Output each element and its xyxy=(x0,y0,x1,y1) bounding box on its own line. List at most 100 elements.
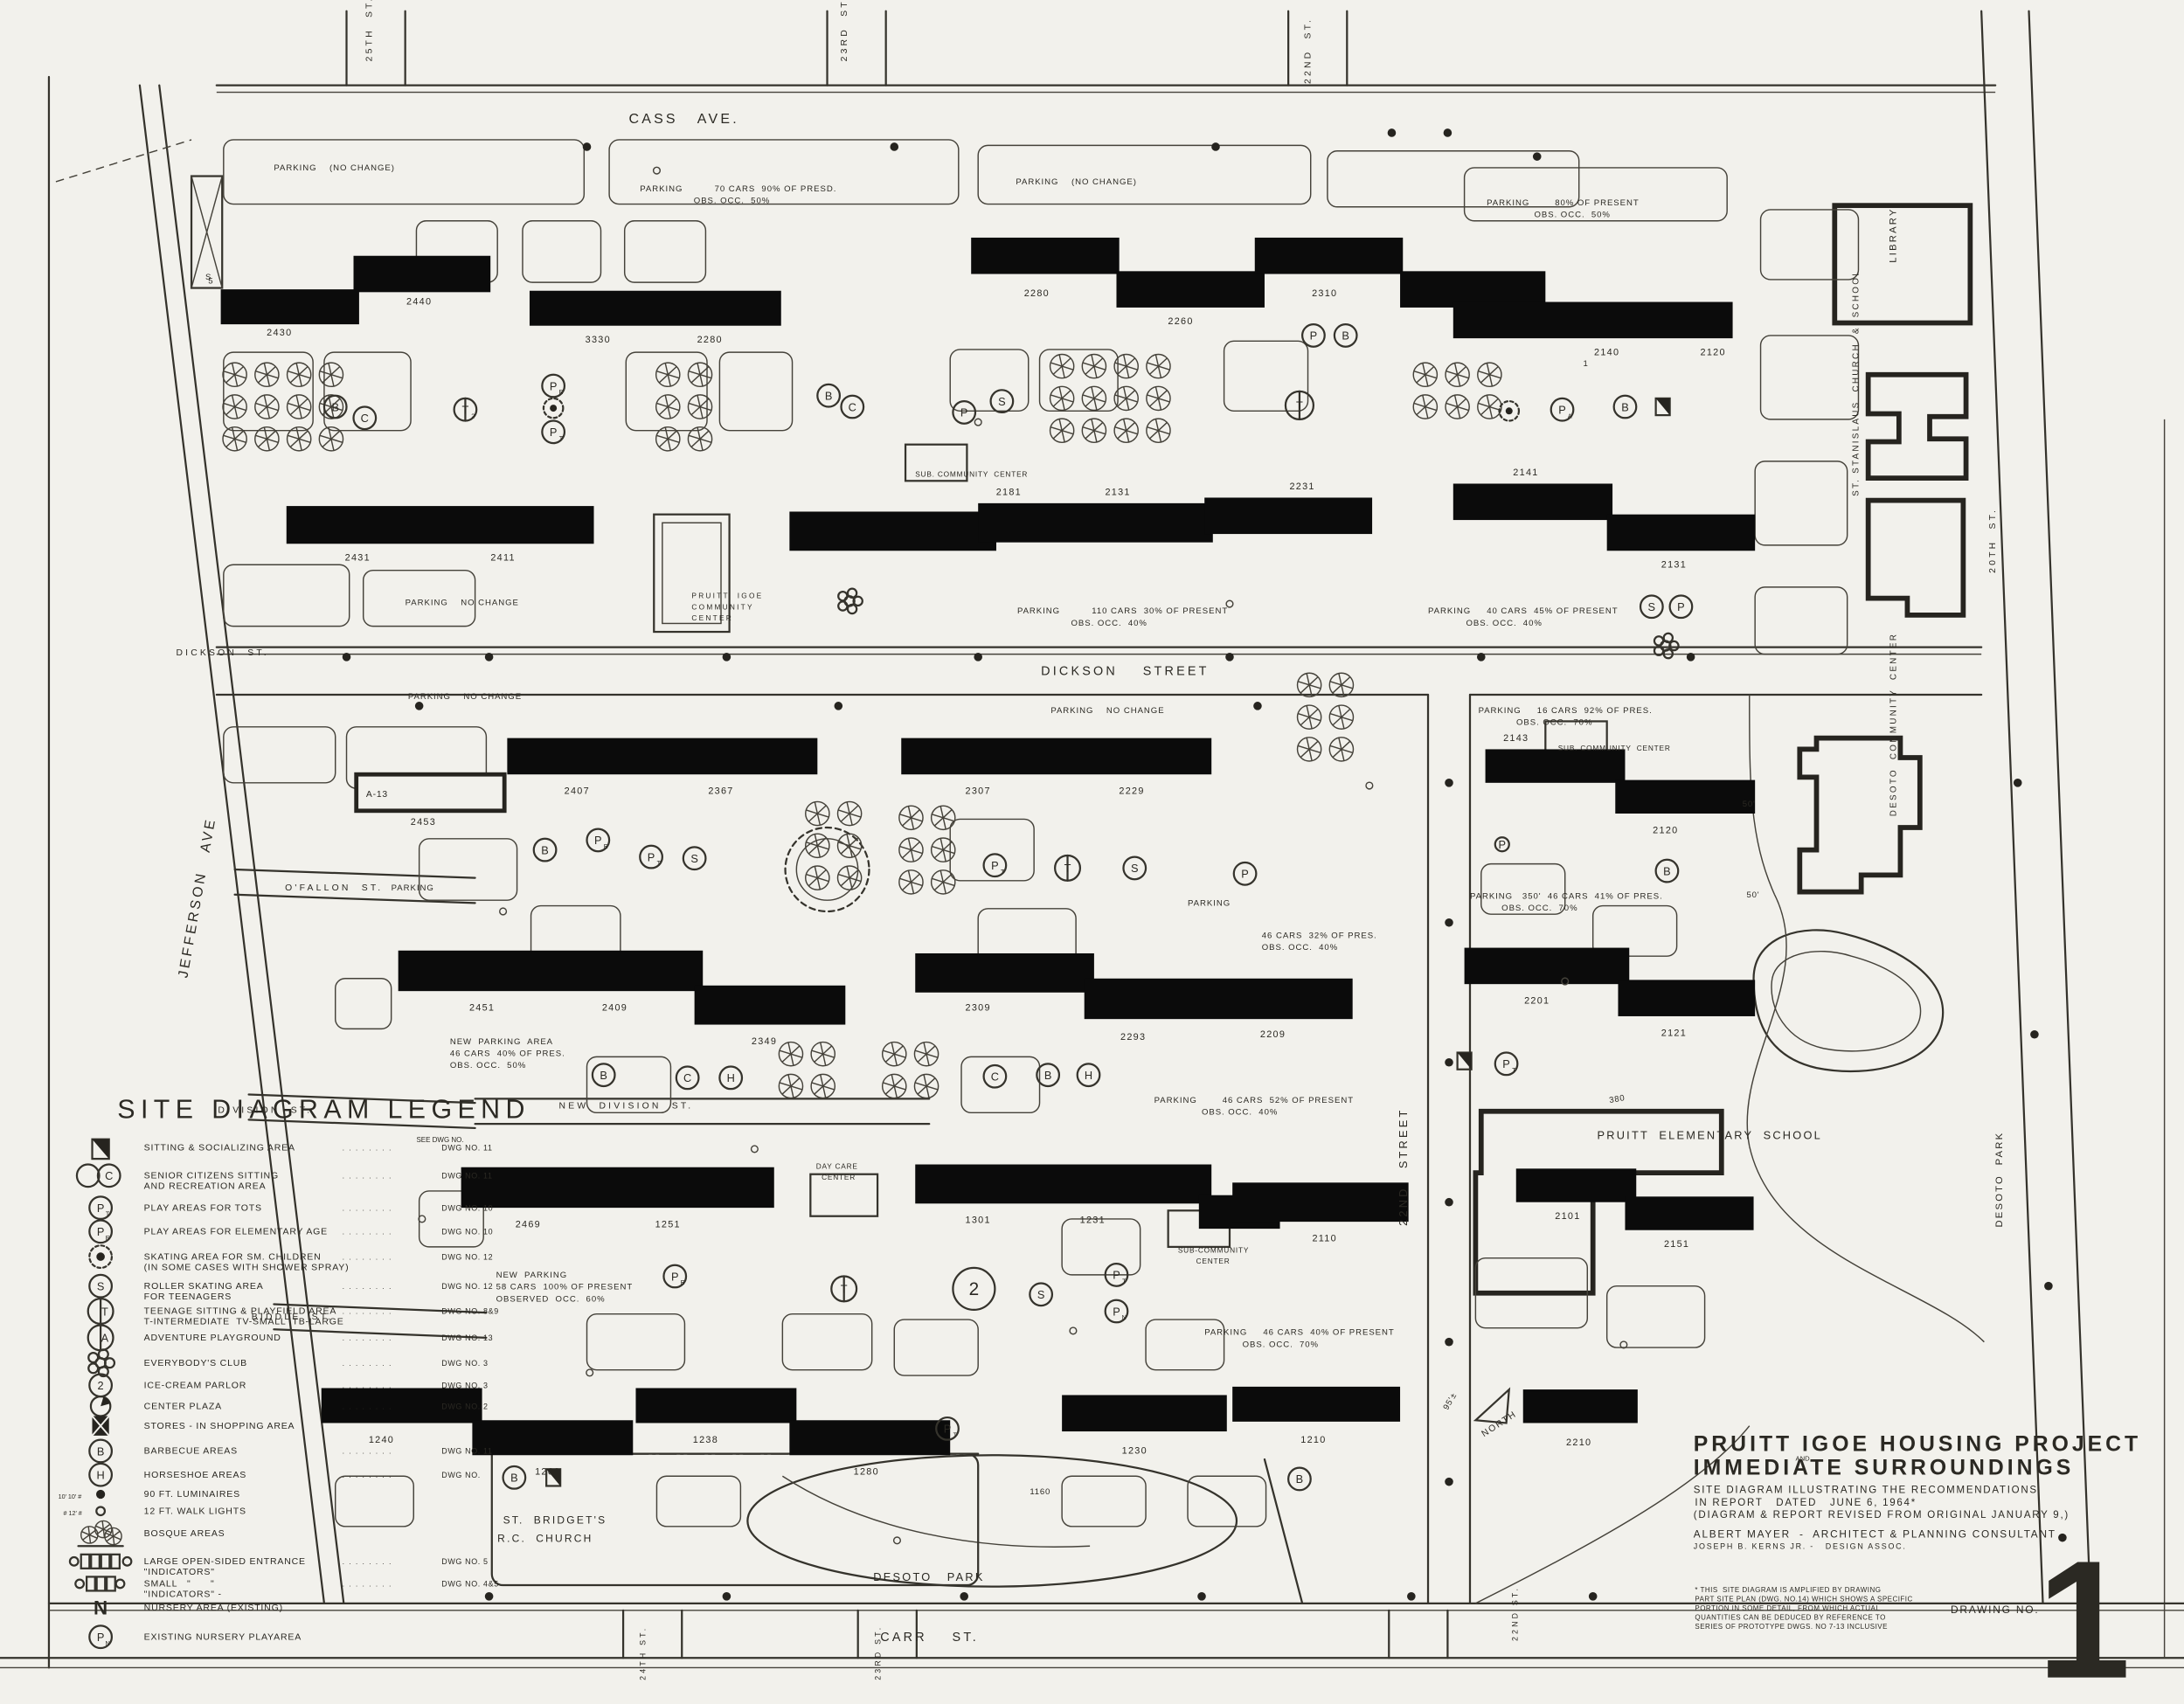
sq-legend-icon xyxy=(91,1138,110,1160)
symbol-letter: P xyxy=(960,406,968,419)
bosque-tree-icon xyxy=(687,362,713,388)
parking-note: PARKING 80% OF PRESENT OBS. OCC. 50% xyxy=(1487,198,1640,220)
legend-leader: . . . . . . . . xyxy=(343,1204,392,1212)
sheet-border xyxy=(0,75,2184,1669)
parking-note-line: 46 CARS 32% OF PRES. xyxy=(1262,931,1377,940)
landmark-label: PRUITT IGOE xyxy=(691,592,763,600)
title-line-1: PRUITT IGOE HOUSING PROJECT xyxy=(1694,1432,2141,1456)
symbol-letter: B xyxy=(825,390,833,403)
parking-note-line: OBS. OCC. 70% xyxy=(1470,904,1578,913)
bosque-tree-icon xyxy=(881,1073,907,1099)
play-area-icon: C xyxy=(675,1065,700,1091)
block-outline xyxy=(335,978,392,1030)
landmark-label: DESOTO PARK xyxy=(873,1570,984,1583)
legend-leader: . . . . . . . . xyxy=(343,1558,392,1566)
block-outline xyxy=(335,1475,414,1527)
building-number: 1251 xyxy=(655,1220,681,1230)
parking-note-line: OBS. OCC. 70% xyxy=(1204,1340,1319,1349)
luminaire-icon xyxy=(342,653,351,662)
bosque-tree-icon xyxy=(810,1041,836,1067)
building-number: 2430 xyxy=(267,328,292,338)
parking-note-line: OBS. OCC. 70% xyxy=(1479,717,1593,727)
legend-item-label: NURSERY AREA (EXISTING) xyxy=(144,1603,283,1613)
legend-leader: . . . . . . . . xyxy=(343,1145,392,1153)
symbol-letter: P xyxy=(1677,600,1685,613)
legend-item-ref: DWG NO. 12 xyxy=(441,1252,493,1261)
play-area-icon: B xyxy=(591,1063,616,1088)
everybodys-club-icon xyxy=(1653,632,1680,660)
parking-note: PARKING xyxy=(1188,899,1230,909)
legend-sub: N xyxy=(106,1639,110,1647)
bosque-tree-icon xyxy=(254,362,280,388)
bosque-tree-icon xyxy=(1296,672,1322,698)
parking-note-line: PARKING 80% OF PRESENT xyxy=(1487,198,1640,208)
luminaire-icon xyxy=(2013,779,2022,787)
building-number: 2280 xyxy=(1024,288,1050,299)
legend-letter: C xyxy=(105,1169,113,1182)
building-number: 1280 xyxy=(854,1467,879,1478)
block-outline xyxy=(893,1319,979,1376)
symbol-subscript: T xyxy=(1122,1277,1127,1285)
symbol-letter: B xyxy=(331,400,339,413)
legend-item-label: BOSQUE AREAS xyxy=(144,1528,225,1539)
luminaire-icon xyxy=(960,1592,969,1601)
parking-note-line: PARKING 70 CARS 90% OF PRESD. xyxy=(640,184,836,194)
legend-prefix: # 12′ # xyxy=(63,1509,81,1517)
parking-note-line: 46 CARS 40% OF PRES. xyxy=(450,1049,565,1059)
legend-item-label: T-INTERMEDIATE TV-SMALL TB-LARGE xyxy=(144,1317,344,1327)
building-number: 2349 xyxy=(752,1036,777,1047)
luminaire-icon xyxy=(834,702,843,710)
building-number: 2181 xyxy=(996,487,1022,497)
legend-item: SMALL " ""INDICATORS" -. . . . . . . .DW… xyxy=(74,1576,498,1600)
bosque-tree-icon xyxy=(655,426,681,452)
symbol-letter: B xyxy=(1296,1472,1304,1486)
symbol-subscript: N xyxy=(1122,1313,1127,1321)
indL-legend-icon xyxy=(68,1553,133,1569)
legend-leader: . . . . . . . . xyxy=(343,1283,392,1291)
symbol-letter: S xyxy=(1037,1288,1045,1301)
luminaire-icon xyxy=(1445,1337,1453,1347)
sitting-area-icon xyxy=(1456,1051,1473,1070)
symbol-letter: S xyxy=(1131,862,1139,875)
luminaire-icon xyxy=(1225,653,1234,662)
parking-note: PARKING 70 CARS 90% OF PRESD. OBS. OCC. … xyxy=(640,184,836,206)
luminaire-icon xyxy=(1387,128,1397,137)
legend-letter: P xyxy=(97,1202,105,1215)
t-legend-icon: T xyxy=(87,1297,114,1326)
dimension-label: 50' xyxy=(1743,800,1756,809)
st-stanislaus-church-building xyxy=(1865,497,1966,618)
legend-sub: E xyxy=(106,1234,110,1242)
parking-note-line: PARKING 40 CARS 45% OF PRESENT xyxy=(1428,606,1619,616)
parking-note-line: PARKING 350' 46 CARS 41% OF PRES. xyxy=(1470,892,1663,902)
streets-layer xyxy=(47,10,2184,1659)
street-label: 23RD ST. xyxy=(840,0,849,61)
parking-note-line: OBS. OCC. 40% xyxy=(1262,943,1338,952)
legend-letter: N xyxy=(94,1597,107,1619)
legend-item: SITTING & SOCIALIZING AREA. . . . . . . … xyxy=(91,1138,492,1160)
bosque-tree-icon xyxy=(1146,353,1171,379)
building-number: 1210 xyxy=(1300,1435,1326,1445)
legend-item-ref: DWG NO. 5 xyxy=(441,1557,488,1566)
luminaire-icon xyxy=(1445,918,1453,927)
block-outline xyxy=(1754,461,1848,546)
walk-light-icon xyxy=(974,418,982,426)
symbol-letter: B xyxy=(600,1069,607,1082)
parking-note: PARKING 350' 46 CARS 41% OF PRES. OBS. O… xyxy=(1470,892,1663,914)
street-label: 22ND ST. xyxy=(1304,17,1314,84)
luminaire-icon xyxy=(1686,653,1695,662)
building-number: 2451 xyxy=(469,1003,495,1014)
street-label: 20TH ST. xyxy=(1988,508,1998,573)
parking-note: PARKING NO CHANGE xyxy=(408,692,521,702)
walk-light-icon xyxy=(499,907,508,916)
